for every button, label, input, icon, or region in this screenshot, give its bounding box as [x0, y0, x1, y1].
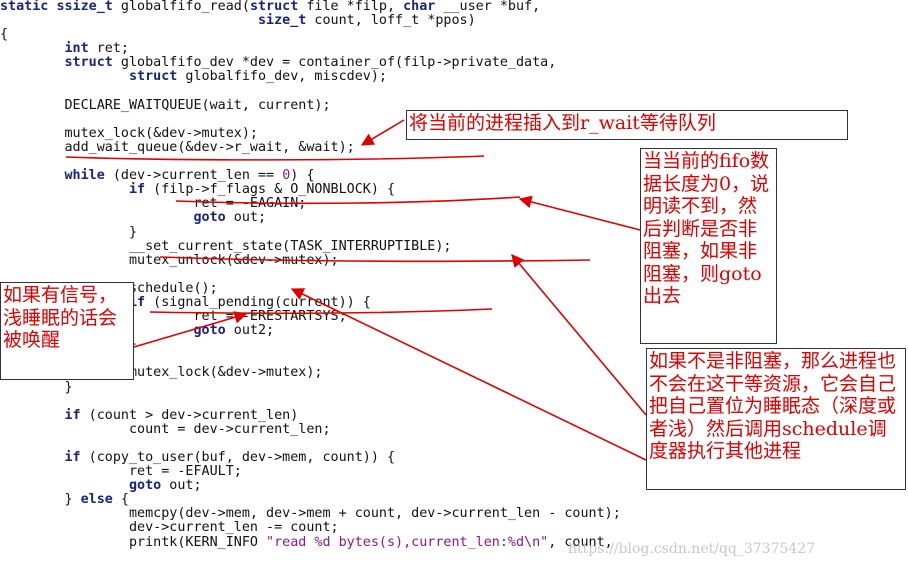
code-token-ty: char: [403, 0, 436, 14]
code-token: }: [0, 224, 138, 240]
arrow-schedule-1: [511, 254, 647, 416]
code-token: ) {: [290, 168, 315, 184]
code-token-kw: struct: [129, 69, 178, 85]
code-line: count = dev->current_len;: [0, 421, 621, 437]
arrow-waitqueue: [360, 119, 405, 146]
code-token: mutex_unlock(&dev->mutex);: [0, 252, 339, 268]
code-token-kw: struct: [249, 0, 299, 14]
code-token: (copy_to_user(buf, dev->mem, count)) {: [80, 450, 396, 465]
code-token: dev->current_len -= count;: [0, 520, 339, 536]
code-token: printk(KERN_INFO: [0, 534, 267, 550]
code-token: (filp->f_flags & O_NONBLOCK) {: [145, 182, 396, 198]
code-token-kw: if: [64, 450, 81, 465]
code-token-kw: if: [64, 407, 81, 423]
code-token: globalfifo_read(: [112, 0, 250, 14]
code-token: (count > dev->current_len): [80, 407, 299, 423]
code-line: DECLARE_WAITQUEUE(wait, current);: [0, 97, 621, 113]
code-token: mutex_lock(&dev->mutex);: [0, 365, 323, 381]
code-line: goto out;: [0, 479, 621, 493]
code-line: struct globalfifo_dev *dev = container_o…: [0, 56, 621, 70]
code-token-kw: while: [64, 168, 105, 184]
code-token: out;: [161, 478, 202, 494]
code-line: __set_current_state(TASK_INTERRUPTIBLE);: [0, 238, 621, 254]
code-line: static ssize_t globalfifo_read(struct fi…: [0, 0, 621, 14]
code-token-ty: ssize_t: [56, 0, 113, 14]
code-line: mutex_lock(&dev->mutex);: [0, 366, 621, 380]
code-line: goto out;: [0, 211, 621, 225]
code-token: schedule();: [128, 280, 218, 296]
code-token-kw: goto: [129, 478, 162, 494]
code-token: {: [112, 492, 129, 508]
code-token: , count,: [548, 534, 613, 550]
code-line: goto out2;: [0, 324, 621, 338]
code-line: }: [0, 224, 621, 240]
code-token: ret = -EFAULT;: [0, 464, 242, 480]
code-line: printk(KERN_INFO "read %d bytes(s),curre…: [0, 534, 621, 550]
code-token-kw: static: [0, 0, 49, 14]
code-token: count, loff_t *ppos): [306, 13, 476, 29]
code-token-kw: else: [80, 492, 113, 508]
code-line: while (dev->current_len == 0) {: [0, 169, 621, 183]
code-token: out;: [225, 210, 267, 226]
arrow-schedule-2: [290, 288, 647, 461]
code-token: __user *buf,: [435, 0, 541, 14]
code-line: add_wait_queue(&dev->r_wait, &wait);: [0, 139, 621, 155]
code-line: mutex_lock(&dev->mutex);: [0, 125, 621, 141]
code-token: mutex_lock(&dev->mutex);: [0, 125, 258, 141]
code-token-kw: struct: [64, 55, 113, 71]
code-token-kw: if: [129, 182, 146, 198]
code-token: DECLARE_WAITQUEUE(wait, current);: [0, 97, 331, 113]
code-token: __set_current_state(TASK_INTERRUPTIBLE);: [0, 238, 452, 254]
code-token-kw: goto: [193, 210, 226, 226]
code-line: } else {: [0, 493, 621, 507]
code-token: globalfifo_dev *dev = container_of(filp-…: [112, 55, 557, 71]
annotation-nonblock: 当当前的fifo数据长度为0，说明读不到，然后判断是否非阻塞，如果非阻塞，则go…: [640, 148, 777, 344]
code-line: ret = -EFAULT;: [0, 465, 621, 479]
underline-set-state: [159, 256, 591, 263]
code-line: struct globalfifo_dev, miscdev);: [0, 70, 621, 84]
annotation-waitqueue: 将当前的进程插入到r_wait等待队列: [406, 110, 848, 140]
code-token: memcpy(dev->mem, dev->mem + count, dev->…: [0, 506, 621, 522]
code-token: out2;: [225, 323, 275, 339]
underline-if-nonblock: [175, 196, 521, 205]
code-token: file *filp,: [298, 0, 404, 14]
code-line: mutex_unlock(&dev->mutex);: [0, 252, 621, 268]
code-line: dev->current_len -= count;: [0, 521, 621, 535]
code-line: memcpy(dev->mem, dev->mem + count, dev->…: [0, 507, 621, 521]
underline-signal-pending: [149, 308, 493, 315]
annotation-schedule: 如果不是非阻塞，那么进程也不会在这干等资源，它会自己把自己置位为睡眠态（深度或者…: [646, 348, 906, 490]
code-line: if (filp->f_flags & O_NONBLOCK) {: [0, 183, 621, 197]
code-token-ty: size_t: [257, 13, 307, 29]
code-token: (dev->current_len ==: [104, 168, 283, 184]
code-token: }: [0, 492, 81, 508]
code-token-ty: int: [64, 41, 89, 57]
arrow-nonblock: [518, 195, 641, 231]
code-token: {: [0, 27, 9, 43]
code-line: schedule();: [0, 280, 621, 296]
code-token: add_wait_queue(&dev->r_wait, &wait);: [0, 139, 355, 155]
code-token-str: "read %d bytes(s),current_len:%d\n": [266, 534, 549, 550]
code-token: ret;: [88, 41, 129, 57]
code-token-num: 0: [282, 168, 291, 184]
code-token: globalfifo_dev, miscdev);: [177, 69, 387, 85]
annotation-signal: 如果有信号，浅睡眠的话会被唤醒: [0, 282, 134, 380]
code-line: int ret;: [0, 42, 621, 56]
code-line: if (copy_to_user(buf, dev->mem, count)) …: [0, 450, 621, 465]
code-line: }: [0, 379, 621, 395]
code-line: size_t count, loff_t *ppos): [0, 14, 621, 28]
code-line: {: [0, 28, 621, 42]
code-listing: static ssize_t globalfifo_read(struct fi…: [0, 0, 621, 550]
code-line: if (count > dev->current_len): [0, 407, 621, 423]
code-token: }: [0, 379, 73, 395]
arrow-signal: [133, 311, 248, 348]
underline-add-wait-queue: [65, 155, 485, 161]
watermark: https://blog.csdn.net/qq_37375427: [568, 541, 816, 557]
code-token: count = dev->current_len;: [0, 421, 331, 437]
